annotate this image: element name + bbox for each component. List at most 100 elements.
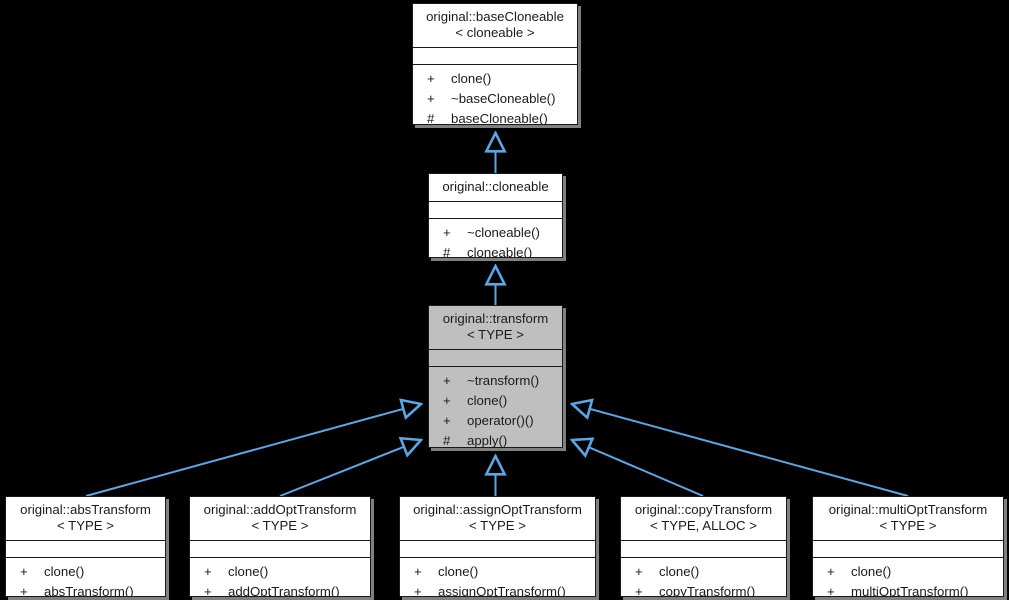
attributes-compartment-addOptTransform bbox=[190, 541, 370, 557]
operation-row: + clone() bbox=[6, 562, 165, 582]
class-title-assignOptTransform: original::assignOptTransform < TYPE > bbox=[413, 502, 582, 533]
visibility-marker: + bbox=[427, 91, 435, 106]
edge-absTransform-to-transform bbox=[85, 404, 421, 497]
visibility-marker: + bbox=[443, 225, 451, 240]
attributes-compartment-cloneable bbox=[429, 202, 562, 218]
visibility-marker: + bbox=[827, 564, 835, 579]
operation-name: clone() bbox=[659, 564, 700, 579]
compartment-separator bbox=[413, 64, 577, 65]
compartment-separator bbox=[190, 557, 370, 558]
operation-row: + clone() bbox=[621, 562, 786, 582]
operation-name: ~baseCloneable() bbox=[451, 91, 556, 106]
operation-row: + ~transform() bbox=[429, 371, 562, 391]
compartment-separator bbox=[813, 557, 1003, 558]
visibility-marker: + bbox=[20, 564, 28, 579]
compartment-separator bbox=[429, 349, 562, 350]
visibility-marker: + bbox=[827, 584, 835, 597]
compartment-separator bbox=[190, 540, 370, 541]
operation-row: + ~cloneable() bbox=[429, 223, 562, 243]
class-node-baseCloneable[interactable]: original::baseCloneable < cloneable > + … bbox=[412, 3, 578, 125]
operation-name: clone() bbox=[44, 564, 85, 579]
compartment-separator bbox=[813, 540, 1003, 541]
visibility-marker: + bbox=[20, 584, 28, 597]
edge-multiOptTransform-to-transform bbox=[572, 404, 909, 497]
class-node-addOptTransform[interactable]: original::addOptTransform < TYPE > + clo… bbox=[189, 496, 371, 597]
operation-name: ~cloneable() bbox=[467, 225, 540, 240]
attributes-compartment-assignOptTransform bbox=[400, 541, 595, 557]
operation-name: cloneable() bbox=[467, 245, 533, 258]
operation-row: + operator()() bbox=[429, 411, 562, 431]
class-title-baseCloneable: original::baseCloneable < cloneable > bbox=[426, 9, 564, 40]
class-title-copyTransform: original::copyTransform < TYPE, ALLOC > bbox=[634, 502, 773, 533]
operation-name: clone() bbox=[851, 564, 892, 579]
class-title-transform: original::transform < TYPE > bbox=[442, 311, 549, 342]
operations-compartment-cloneable: + ~cloneable() # cloneable() bbox=[429, 219, 562, 258]
class-node-absTransform[interactable]: original::absTransform < TYPE > + clone(… bbox=[5, 496, 166, 597]
class-node-cloneable[interactable]: original::cloneable + ~cloneable() # clo… bbox=[428, 173, 563, 258]
class-title-absTransform: original::absTransform < TYPE > bbox=[20, 502, 151, 533]
compartment-separator bbox=[429, 366, 562, 367]
attributes-compartment-baseCloneable bbox=[413, 48, 577, 64]
visibility-marker: + bbox=[414, 564, 422, 579]
class-node-assignOptTransform[interactable]: original::assignOptTransform < TYPE > + … bbox=[399, 496, 596, 597]
operation-row: + ~baseCloneable() bbox=[413, 89, 577, 109]
operation-row: + multiOptTransform() bbox=[813, 582, 1003, 597]
operations-compartment-multiOptTransform: + clone() + multiOptTransform() bbox=[813, 558, 1003, 597]
compartment-separator bbox=[429, 218, 562, 219]
class-node-copyTransform[interactable]: original::copyTransform < TYPE, ALLOC > … bbox=[620, 496, 787, 597]
operation-name: multiOptTransform() bbox=[851, 584, 969, 597]
compartment-separator bbox=[413, 47, 577, 48]
operation-name: clone() bbox=[438, 564, 479, 579]
operation-name: copyTransform() bbox=[659, 584, 756, 597]
class-node-transform[interactable]: original::transform < TYPE > + ~transfor… bbox=[428, 305, 563, 448]
compartment-separator bbox=[6, 557, 165, 558]
operation-name: operator()() bbox=[467, 413, 534, 428]
operation-name: clone() bbox=[467, 393, 508, 408]
operation-row: # cloneable() bbox=[429, 243, 562, 258]
operations-compartment-absTransform: + clone() + absTransform() bbox=[6, 558, 165, 597]
operation-row: + addOptTransform() bbox=[190, 582, 370, 597]
compartment-separator bbox=[429, 201, 562, 202]
visibility-marker: + bbox=[443, 393, 451, 408]
operations-compartment-baseCloneable: + clone() + ~baseCloneable() # baseClone… bbox=[413, 65, 577, 125]
visibility-marker: # bbox=[427, 111, 435, 125]
edge-addOptTransform-to-transform bbox=[279, 440, 421, 497]
visibility-marker: + bbox=[204, 564, 212, 579]
operation-name: apply() bbox=[467, 433, 508, 448]
compartment-separator bbox=[621, 557, 786, 558]
visibility-marker: + bbox=[443, 413, 451, 428]
operation-name: addOptTransform() bbox=[228, 584, 340, 597]
visibility-marker: + bbox=[635, 564, 643, 579]
compartment-separator bbox=[621, 540, 786, 541]
operation-row: # apply() bbox=[429, 431, 562, 448]
operation-row: + absTransform() bbox=[6, 582, 165, 597]
operation-name: baseCloneable() bbox=[451, 111, 548, 125]
operation-name: absTransform() bbox=[44, 584, 134, 597]
compartment-separator bbox=[6, 540, 165, 541]
operations-compartment-addOptTransform: + clone() + addOptTransform() bbox=[190, 558, 370, 597]
visibility-marker: + bbox=[204, 584, 212, 597]
operation-name: clone() bbox=[228, 564, 269, 579]
operations-compartment-copyTransform: + clone() + copyTransform() bbox=[621, 558, 786, 597]
operation-name: ~transform() bbox=[467, 373, 540, 388]
operations-compartment-assignOptTransform: + clone() + assignOptTransform() bbox=[400, 558, 595, 597]
class-title-addOptTransform: original::addOptTransform < TYPE > bbox=[203, 502, 357, 533]
class-node-multiOptTransform[interactable]: original::multiOptTransform < TYPE > + c… bbox=[812, 496, 1004, 597]
operation-row: + clone() bbox=[813, 562, 1003, 582]
operation-row: + clone() bbox=[429, 391, 562, 411]
attributes-compartment-transform bbox=[429, 350, 562, 366]
class-title-cloneable: original::cloneable bbox=[442, 179, 549, 194]
operation-row: + copyTransform() bbox=[621, 582, 786, 597]
operation-row: + clone() bbox=[400, 562, 595, 582]
operations-compartment-transform: + ~transform() + clone() + operator()() … bbox=[429, 367, 562, 448]
visibility-marker: + bbox=[443, 373, 451, 388]
operation-row: # baseCloneable() bbox=[413, 109, 577, 125]
compartment-separator bbox=[400, 540, 595, 541]
attributes-compartment-multiOptTransform bbox=[813, 541, 1003, 557]
visibility-marker: + bbox=[635, 584, 643, 597]
edge-copyTransform-to-transform bbox=[572, 440, 704, 497]
operation-name: assignOptTransform() bbox=[438, 584, 566, 597]
operation-name: clone() bbox=[451, 71, 492, 86]
attributes-compartment-absTransform bbox=[6, 541, 165, 557]
